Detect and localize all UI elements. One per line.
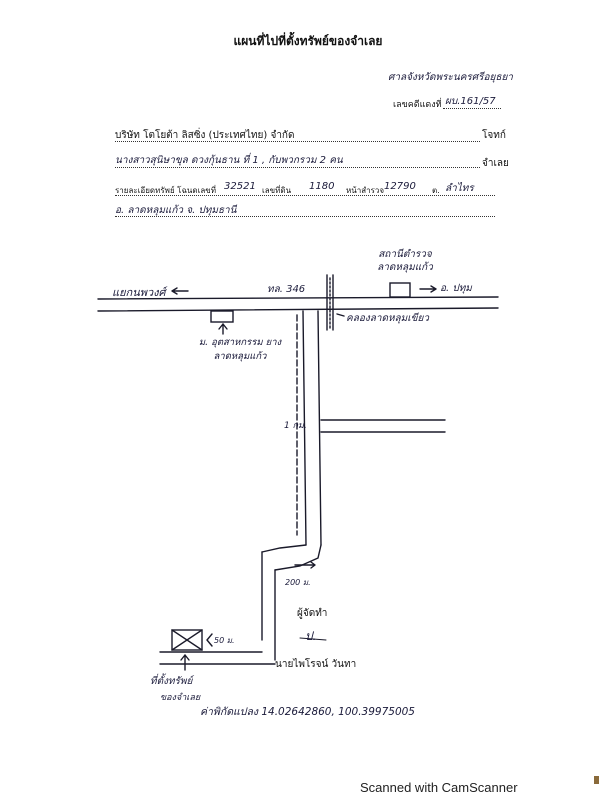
highway-top-edge — [97, 296, 499, 300]
court-name: ศาลจังหวัดพระนครศรีอยุธยา — [388, 72, 513, 83]
defendant-name: นางสาวสุนิษาขุล ดวงกุ้นธาน ที่ 1 , กับพว… — [115, 155, 343, 166]
case-number: ผบ.161/57 — [445, 96, 496, 107]
map-label-canal: คลองลาดหลุมเขียว — [346, 313, 429, 324]
side-road-left-edge — [302, 310, 307, 546]
survey-page-label: หน้าสำรวจ — [346, 186, 385, 195]
subdistrict: ลำไทร — [445, 183, 474, 194]
map-label-property: ที่ตั้งทรัพย์ — [150, 676, 193, 687]
plaintiff-role: โจทก์ — [482, 130, 506, 141]
signature-name: นายไพโรจน์ วันทา — [275, 659, 357, 670]
scanner-watermark: Scanned with CamScanner — [360, 780, 518, 795]
map-coordinates: ค่าพิกัดแปลง 14.02642860, 100.39975005 — [200, 706, 415, 718]
deed-number: 32521 — [224, 181, 256, 192]
case-number-label: เลขคดีแดงที่ — [393, 100, 442, 110]
signature-mark: ป. — [305, 629, 317, 643]
map-label-property-owner: ของจำเลย — [160, 693, 201, 703]
map-label-distance-200m: 200 ม. — [285, 578, 311, 587]
map-label-right-direction: อ. ปทุม — [440, 283, 472, 294]
subdistrict-label: ต. — [432, 186, 440, 195]
property-details-label: รายละเอียดทรัพย์ โฉนดเลขที่ — [115, 186, 216, 195]
corner-mark — [594, 776, 599, 784]
map-label-distance-50m: 50 ม. — [214, 636, 235, 645]
defendant-role: จำเลย — [482, 158, 509, 169]
land-number-label: เลขที่ดิน — [262, 186, 292, 195]
map-label-highway: ทล. 346 — [267, 284, 306, 295]
police-station-marker — [389, 282, 411, 298]
map-label-left-road: แยกนพวงศ์ — [112, 286, 166, 299]
signature-role: ผู้จัดทำ — [297, 608, 328, 619]
property-marker — [171, 629, 203, 651]
page-title: แผนที่ไปที่ตั้งทรัพย์ของจำเลย — [233, 34, 383, 48]
survey-page: 12790 — [384, 181, 416, 192]
plaintiff-name: บริษัท โตโยต้า ลิสซิ่ง (ประเทศไทย) จำกัด — [115, 130, 295, 141]
property-location: อ. ลาดหลุมแก้ว จ. ปทุมธานี — [115, 205, 237, 216]
side-road-right-edge — [317, 310, 322, 546]
village-marker — [210, 310, 234, 323]
highway-bottom-edge — [97, 307, 499, 312]
map-label-distance-1km: 1 กม. — [284, 421, 307, 431]
map-label-village: ม. อุตสาหกรรม ยางลาดหลุมแก้ว — [198, 337, 282, 362]
land-number: 1180 — [309, 181, 335, 192]
map-label-police-station: สถานีตำรวจ ลาดหลุมแก้ว — [377, 249, 433, 273]
